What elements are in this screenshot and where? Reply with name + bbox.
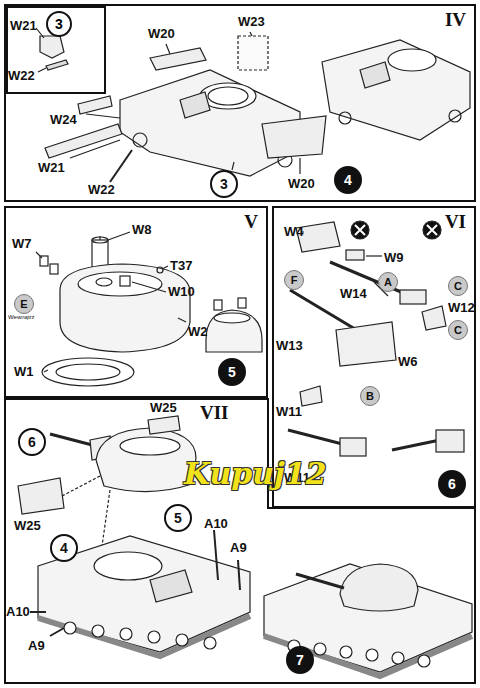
- part-label: A9: [28, 638, 45, 653]
- callout-number: 4: [60, 540, 68, 556]
- part-label: W13: [276, 338, 303, 353]
- part-label: W10: [168, 284, 195, 299]
- step-panel: IV 3 3 4: [4, 4, 476, 202]
- callout-letter: A: [378, 272, 398, 292]
- part-label: W2: [188, 324, 208, 339]
- part-label: W22: [88, 182, 115, 197]
- part-label: W25: [14, 518, 41, 533]
- callout-letter: C: [448, 320, 468, 340]
- callout-number: 7: [296, 652, 304, 668]
- part-label: A10: [204, 516, 228, 531]
- part-label: W6: [398, 354, 418, 369]
- callout-number: 6: [448, 476, 456, 492]
- step-numeral: IV: [445, 9, 466, 31]
- callout-number: 6: [28, 434, 36, 450]
- part-label: W23: [238, 14, 265, 29]
- part-label: A9: [230, 540, 247, 555]
- part-label: W20: [148, 26, 175, 41]
- callout-number: 5: [228, 364, 236, 380]
- step-circle: 3: [210, 170, 238, 198]
- part-label: W22: [8, 68, 35, 83]
- step-circle: 6: [438, 470, 466, 498]
- step-numeral: VI: [445, 211, 466, 233]
- part-label: W11: [276, 404, 302, 419]
- callout-number: 3: [46, 11, 72, 37]
- step-circle: 4: [50, 534, 78, 562]
- callout-letter: E: [14, 294, 34, 314]
- note: Wewnątrz: [8, 314, 35, 320]
- step-numeral: VII: [200, 402, 229, 424]
- part-label: A10: [6, 604, 30, 619]
- part-label: T37: [170, 258, 192, 273]
- part-label: W21: [10, 18, 37, 33]
- callout-letter: F: [284, 270, 304, 290]
- callout-letter: B: [360, 386, 380, 406]
- step-circle: 5: [164, 504, 192, 532]
- step-numeral: V: [244, 211, 258, 233]
- step-circle: 5: [218, 358, 246, 386]
- callout-number: 5: [174, 510, 182, 526]
- part-label: W14: [340, 286, 367, 301]
- part-label: W1: [14, 364, 34, 379]
- callout-number: 3: [220, 176, 228, 192]
- callout-number: 4: [344, 172, 352, 188]
- part-label: W20: [288, 176, 315, 191]
- part-label: W9: [384, 250, 404, 265]
- step-circle: 4: [334, 166, 362, 194]
- part-label: W12: [448, 300, 475, 315]
- part-label: W21: [38, 160, 65, 175]
- part-label: W8: [132, 222, 152, 237]
- watermark: Kupuj12: [184, 456, 327, 491]
- step-circle: 7: [286, 646, 314, 674]
- callout-letter: C: [448, 276, 468, 296]
- part-label: W7: [12, 236, 32, 251]
- step-circle: 6: [18, 428, 46, 456]
- part-label: W24: [50, 112, 77, 127]
- part-label: W25: [150, 400, 177, 415]
- part-label: W4: [284, 224, 304, 239]
